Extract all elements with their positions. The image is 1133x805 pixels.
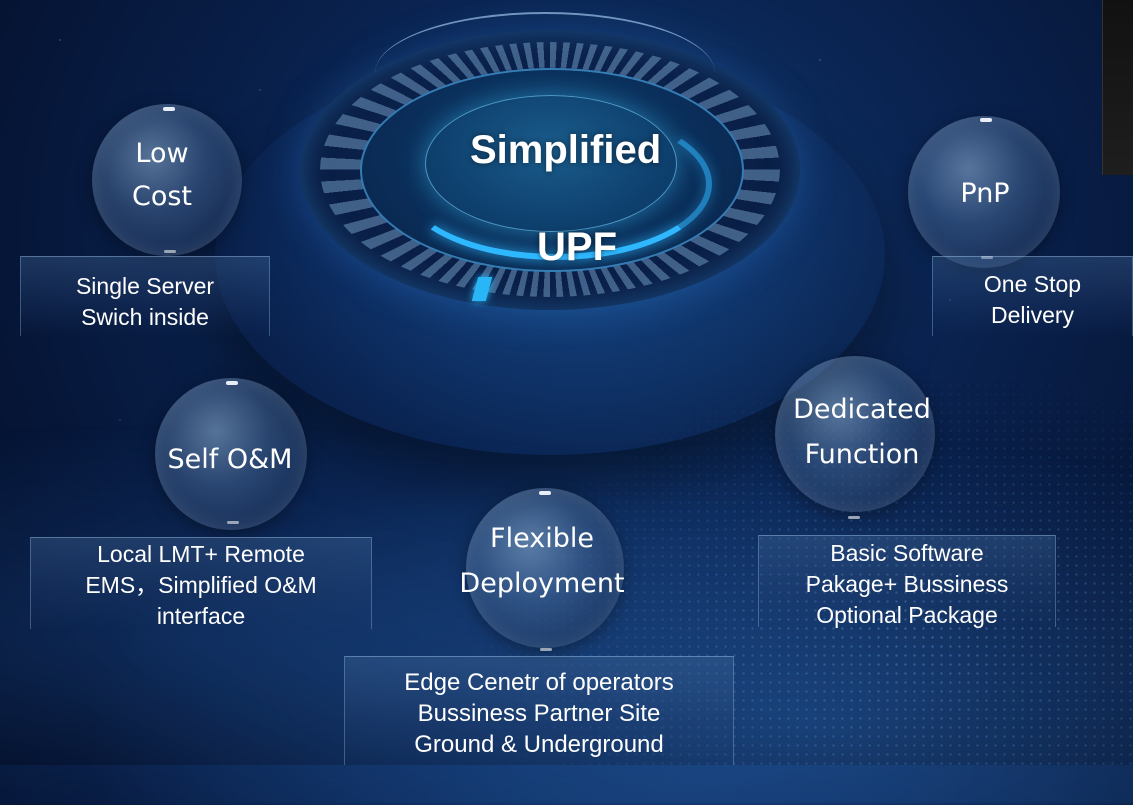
flexible-deployment-caption-line1: Edge Cenetr of operators [404, 669, 674, 696]
self-om-title-line1: Self O&M [167, 444, 293, 475]
dedicated-function-bottom-pip [848, 516, 860, 519]
low-cost-caption-line2: Swich inside [81, 304, 209, 331]
flexible-deployment-bottom-pip [540, 648, 552, 651]
flexible-deployment-title: Flexible Deployment [440, 517, 644, 606]
flexible-deployment-top-pip [539, 491, 551, 495]
dark-side-panel [1102, 0, 1133, 175]
flexible-deployment-bubble [466, 488, 624, 648]
center-title-line1: Simplified [470, 128, 662, 172]
flexible-deployment-caption-line3: Ground & Underground [414, 731, 664, 759]
pnp-title-line1: PnP [960, 178, 1010, 209]
low-cost-caption-line1: Single Server [75, 273, 215, 299]
dedicated-function-bubble [775, 356, 935, 512]
flexible-deployment-title-line2: Deployment [459, 567, 625, 599]
dedicated-function-caption-line2: Pakage+ Bussiness [805, 571, 1009, 598]
flexible-deployment-caption-line2: Bussiness Partner Site [417, 700, 661, 728]
dedicated-function-caption-line3: Optional Package [816, 602, 998, 629]
low-cost-top-pip [163, 107, 175, 111]
self-om-caption: Local LMT+ Remote EMS，Simplified O&M int… [30, 537, 372, 629]
dedicated-function-title: Dedicated Function [772, 388, 952, 477]
glow-arc [400, 108, 712, 260]
dedicated-function-caption-line1: Basic Software [830, 540, 984, 566]
dedicated-function-caption: Basic Software Pakage+ Bussiness Optiona… [758, 535, 1056, 628]
dedicated-function-title-line2: Function [804, 438, 920, 470]
self-om-caption-line2: EMS，Simplified O&M [85, 572, 317, 599]
low-cost-title-line2: Cost [131, 181, 193, 213]
pnp-top-pip [980, 118, 992, 122]
pnp-caption-line2: Delivery [990, 302, 1075, 329]
center-title-line2: UPF [537, 225, 617, 269]
dedicated-function-title-line1: Dedicated [793, 394, 931, 425]
self-om-caption-line1: Local LMT+ Remote [97, 541, 305, 567]
low-cost-title-line1: Low [135, 138, 189, 169]
self-om-title: Self O&M [140, 438, 320, 481]
low-cost-title: Low Cost [110, 132, 214, 218]
low-cost-caption: Single Server Swich inside [20, 256, 270, 336]
pnp-caption: One Stop Delivery [932, 256, 1133, 336]
self-om-bubble [155, 378, 307, 530]
inner-ring [425, 95, 677, 232]
self-om-top-pip [226, 381, 238, 385]
pnp-caption-line1: One Stop [983, 271, 1082, 297]
self-om-caption-line3: interface [156, 603, 246, 630]
pnp-bottom-pip [981, 256, 993, 259]
flexible-deployment-caption: Edge Cenetr of operators Bussiness Partn… [344, 656, 734, 765]
low-cost-bottom-pip [164, 250, 176, 253]
top-arc [375, 12, 715, 134]
pnp-bubble [908, 116, 1060, 268]
low-cost-bubble [92, 104, 242, 256]
self-om-bottom-pip [227, 521, 239, 524]
pnp-title: PnP [940, 172, 1030, 215]
flexible-deployment-title-line1: Flexible [490, 523, 594, 554]
